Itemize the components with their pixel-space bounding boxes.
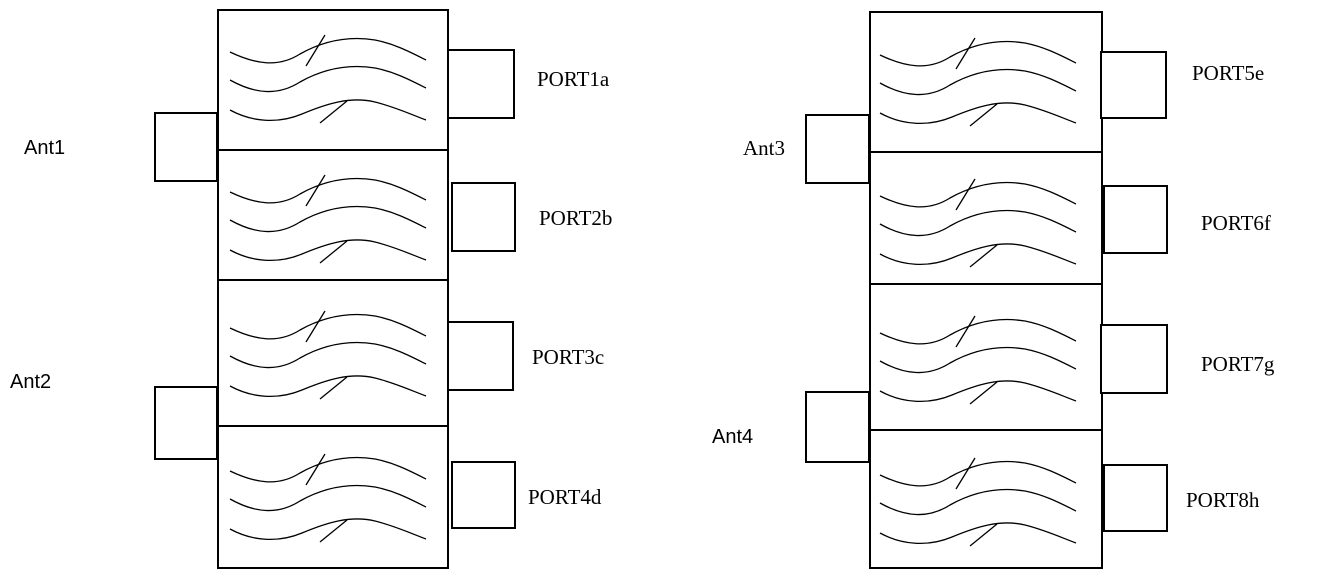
output-port-port8h — [1103, 464, 1168, 532]
antenna-port-ant1 — [154, 112, 218, 182]
antenna-port-ant3 — [805, 114, 870, 184]
bandpass-filter-icon — [879, 178, 1077, 268]
filter-block-2 — [217, 149, 449, 281]
output-port-port6f — [1103, 185, 1168, 254]
port-label-port6f: PORT6f — [1201, 211, 1271, 235]
port-label-port7g: PORT7g — [1201, 352, 1275, 376]
port-label-port8h: PORT8h — [1186, 488, 1260, 512]
bandpass-filter-icon — [879, 457, 1077, 547]
output-port-port3c — [447, 321, 514, 391]
right-filter-stack: Ant3 Ant4 PORT5e PORT6f PORT7g PORT8h — [712, 11, 1275, 569]
bandpass-filter-icon — [229, 310, 427, 400]
output-port-port1a — [447, 49, 515, 119]
antenna-label-ant4: Ant4 — [712, 426, 753, 448]
bandpass-filter-icon — [229, 174, 427, 264]
filter-block-4 — [217, 425, 449, 569]
antenna-label-ant1: Ant1 — [24, 137, 65, 159]
port-label-port3c: PORT3c — [532, 345, 604, 369]
bandpass-filter-icon — [879, 315, 1077, 405]
filter-block-5 — [869, 11, 1103, 153]
antenna-port-ant4 — [805, 391, 870, 463]
filter-block-6 — [869, 151, 1103, 285]
bandpass-filter-icon — [879, 37, 1077, 127]
port-label-port2b: PORT2b — [539, 206, 612, 230]
filter-block-3 — [217, 279, 449, 427]
bandpass-filter-icon — [229, 34, 427, 124]
output-port-port2b — [451, 182, 516, 252]
bandpass-filter-icon — [229, 453, 427, 543]
port-label-port4d: PORT4d — [528, 485, 602, 509]
port-label-port1a: PORT1a — [537, 67, 610, 91]
filter-block-7 — [869, 283, 1103, 431]
output-port-port5e — [1100, 51, 1167, 119]
filter-block-8 — [869, 429, 1103, 569]
left-filter-stack: Ant1 Ant2 PORT1a PORT2b PORT3c PORT4d — [10, 9, 612, 569]
antenna-label-ant2: Ant2 — [10, 371, 51, 393]
antenna-label-ant3: Ant3 — [743, 136, 785, 160]
output-port-port4d — [451, 461, 516, 529]
antenna-port-ant2 — [154, 386, 218, 460]
filter-block-1 — [217, 9, 449, 151]
output-port-port7g — [1100, 324, 1168, 394]
port-label-port5e: PORT5e — [1192, 61, 1264, 85]
